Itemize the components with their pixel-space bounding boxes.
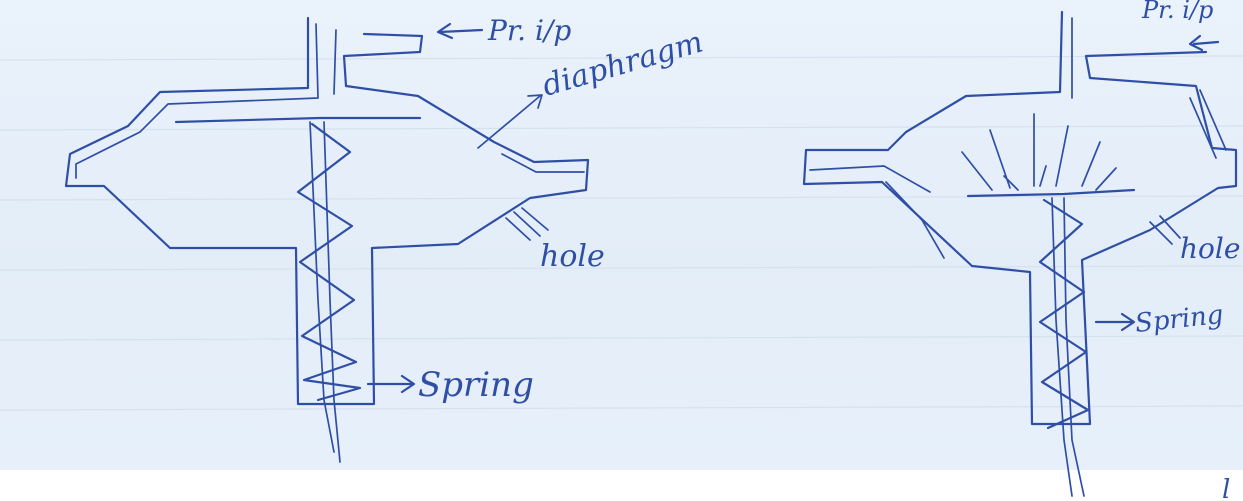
right-housing-inner-wall	[810, 18, 1226, 192]
left-pressure-arrow	[438, 24, 482, 38]
right-pressure-strokes	[962, 114, 1116, 190]
left-hole-marks	[506, 208, 548, 240]
right-spring-label: Spring	[1134, 300, 1225, 339]
right-partial-label: l	[1222, 475, 1230, 501]
ruled-lines	[0, 56, 1243, 410]
right-diaphragm	[968, 190, 1134, 196]
left-diaphragm	[176, 118, 420, 122]
right-spring-rod-2	[1064, 198, 1084, 496]
left-spring-label: Spring	[418, 365, 534, 405]
left-diaphragm-leader	[478, 95, 542, 148]
left-hole-label: hole	[540, 239, 605, 274]
left-pressure-label: Pr. i/p	[487, 14, 571, 47]
right-pressure-label: Pr. i/p	[1141, 0, 1213, 24]
right-hole-label: hole	[1180, 232, 1240, 265]
right-pressure-arrow	[1190, 36, 1218, 50]
right-housing-outline	[804, 12, 1236, 424]
right-actuator-diagram	[804, 12, 1236, 496]
right-spring-arrow	[1096, 314, 1134, 330]
